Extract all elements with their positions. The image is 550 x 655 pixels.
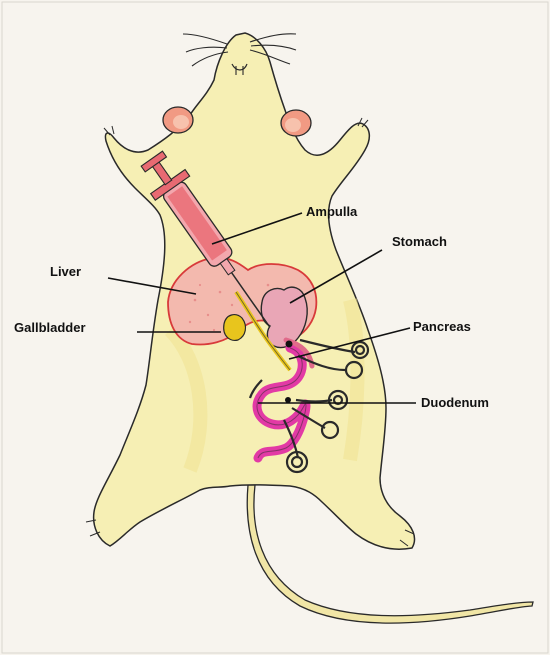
ampulla-injection-point: [285, 340, 293, 348]
mouse-tail: [246, 484, 534, 624]
mouth: [231, 63, 248, 71]
duodenum-point: [285, 397, 291, 403]
label-ampulla: Ampulla: [306, 204, 358, 219]
intestine-coils: [248, 338, 370, 474]
syringe-icon: [140, 150, 271, 328]
whiskers: [182, 33, 297, 67]
body-shading-right: [343, 298, 365, 462]
teeth: [235, 66, 244, 75]
label-stomach: Stomach: [392, 234, 447, 249]
label-gallbladder: Gallbladder: [14, 320, 86, 335]
stomach-organ: [260, 286, 308, 349]
leader-lines: [107, 212, 416, 404]
left-ear-inner: [173, 115, 189, 129]
label-duodenum: Duodenum: [421, 395, 489, 410]
body-shading: [164, 325, 208, 473]
paw-details: [85, 117, 415, 547]
gallbladder-organ: [223, 314, 247, 341]
right-ear-inner: [285, 118, 301, 132]
label-pancreas: Pancreas: [413, 319, 471, 334]
label-liver: Liver: [50, 264, 82, 279]
